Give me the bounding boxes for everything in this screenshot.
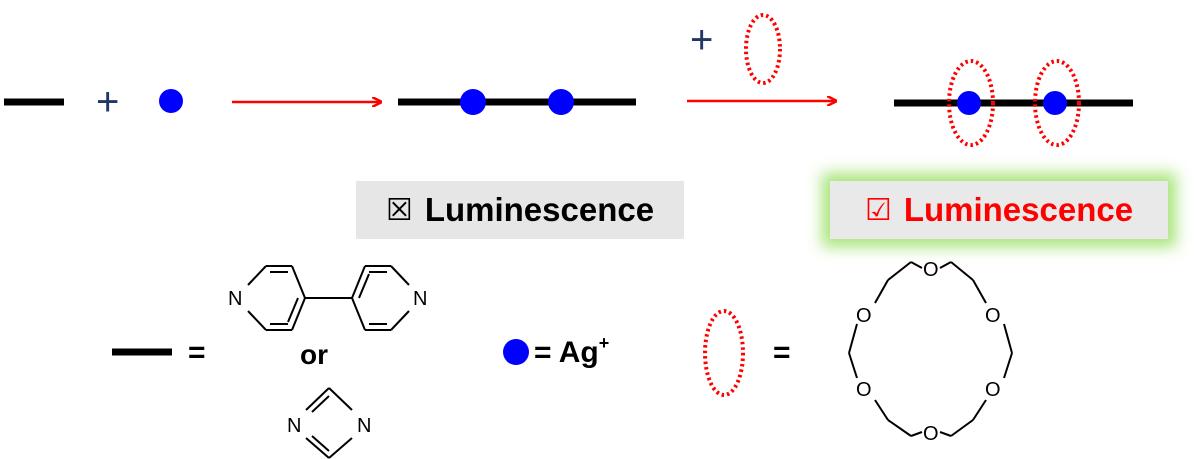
- silver-ion: [548, 89, 574, 115]
- nitrogen-atom: N: [413, 288, 427, 310]
- silver-ion: [957, 91, 981, 115]
- silver-ion: [159, 89, 183, 113]
- crown-ether-ellipse: [947, 59, 995, 147]
- silver-ion: [1043, 91, 1067, 115]
- silver-charge: +: [599, 333, 610, 353]
- equals-crown: =: [773, 336, 791, 369]
- silver-ion-legend: [503, 339, 529, 365]
- luminescence-off-text: Luminescence: [424, 191, 655, 228]
- plus-sign: +: [96, 80, 119, 124]
- nitrogen-atom: N: [357, 415, 371, 437]
- silver-label: = Ag+: [534, 333, 609, 369]
- luminescence-off-label: ☒ Luminescence: [356, 181, 684, 239]
- luminescence-on-label: ☑ Luminescence: [830, 181, 1168, 239]
- oxygen-atom: O: [856, 379, 872, 401]
- bipyridine-structure: [247, 265, 410, 331]
- checked-box-icon: ☑: [864, 192, 892, 228]
- plus-sign: +: [690, 18, 713, 62]
- crown-ether-ellipse-legend: [703, 309, 745, 397]
- pyrazine-structure: [305, 387, 353, 459]
- oxygen-atom: O: [985, 305, 1001, 327]
- crossed-box-icon: ☒: [385, 192, 413, 228]
- oxygen-atom: O: [923, 259, 939, 281]
- silver-ion: [460, 89, 486, 115]
- crown-ether-ellipse: [1033, 59, 1081, 147]
- silver-symbol: = Ag: [534, 336, 599, 369]
- oxygen-atom: O: [923, 423, 939, 445]
- crown-ether-ellipse: [744, 13, 782, 85]
- oxygen-atom: O: [856, 305, 872, 327]
- nitrogen-atom: N: [287, 415, 301, 437]
- oxygen-atom: O: [985, 379, 1001, 401]
- equals-linker: =: [188, 336, 206, 369]
- crown-ether-structure: [848, 261, 1013, 437]
- nitrogen-atom: N: [228, 288, 242, 310]
- or-label: or: [300, 339, 328, 370]
- luminescence-on-text: Luminescence: [903, 191, 1134, 228]
